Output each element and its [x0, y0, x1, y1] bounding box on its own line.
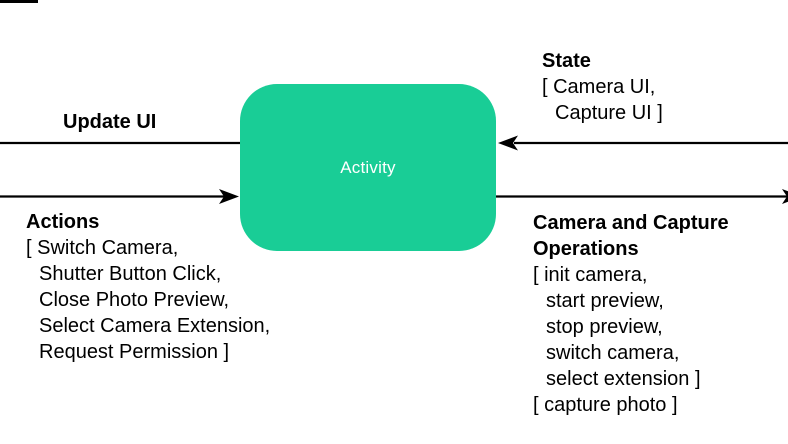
actions-line: Close Photo Preview,: [39, 289, 230, 311]
arrowhead-right-icon: [219, 189, 239, 204]
actions-block: Actions [ Switch Camera, Shutter Button …: [26, 209, 270, 365]
state-arrow: [498, 135, 788, 151]
arrowhead-left-icon: [498, 135, 518, 151]
update-ui-label: Update UI: [63, 111, 157, 133]
camera-ops-line: start preview,: [546, 290, 664, 312]
camera-ops-arrow: [496, 189, 788, 204]
camera-ops-line: [ capture photo ]: [533, 394, 678, 416]
camera-ops-title-line2: Operations: [533, 238, 639, 260]
camera-ops-line: switch camera,: [546, 342, 680, 364]
state-block: State [ Camera UI, Capture UI ]: [542, 48, 663, 126]
state-line: [ Camera UI,: [542, 76, 656, 98]
actions-line: Request Permission ]: [39, 341, 230, 363]
arrowhead-right-clipped-icon: [782, 189, 788, 204]
actions-line: [ Switch Camera,: [26, 237, 179, 259]
activity-box: Activity: [240, 84, 496, 251]
top-left-crop-bar: [0, 0, 38, 3]
actions-arrow: [0, 189, 239, 204]
actions-line: Select Camera Extension,: [39, 315, 271, 337]
actions-line: Shutter Button Click,: [39, 263, 222, 285]
camera-ops-title-line1: Camera and Capture: [533, 212, 729, 234]
state-title: State: [542, 50, 591, 72]
activity-label: Activity: [340, 157, 396, 177]
camera-ops-line: [ init camera,: [533, 264, 648, 286]
camera-ops-block: Camera and Capture Operations [ init cam…: [533, 210, 729, 418]
camera-ops-line: stop preview,: [546, 316, 663, 338]
camera-ops-line: select extension ]: [546, 368, 701, 390]
state-line: Capture UI ]: [555, 102, 663, 124]
actions-title: Actions: [26, 211, 100, 233]
